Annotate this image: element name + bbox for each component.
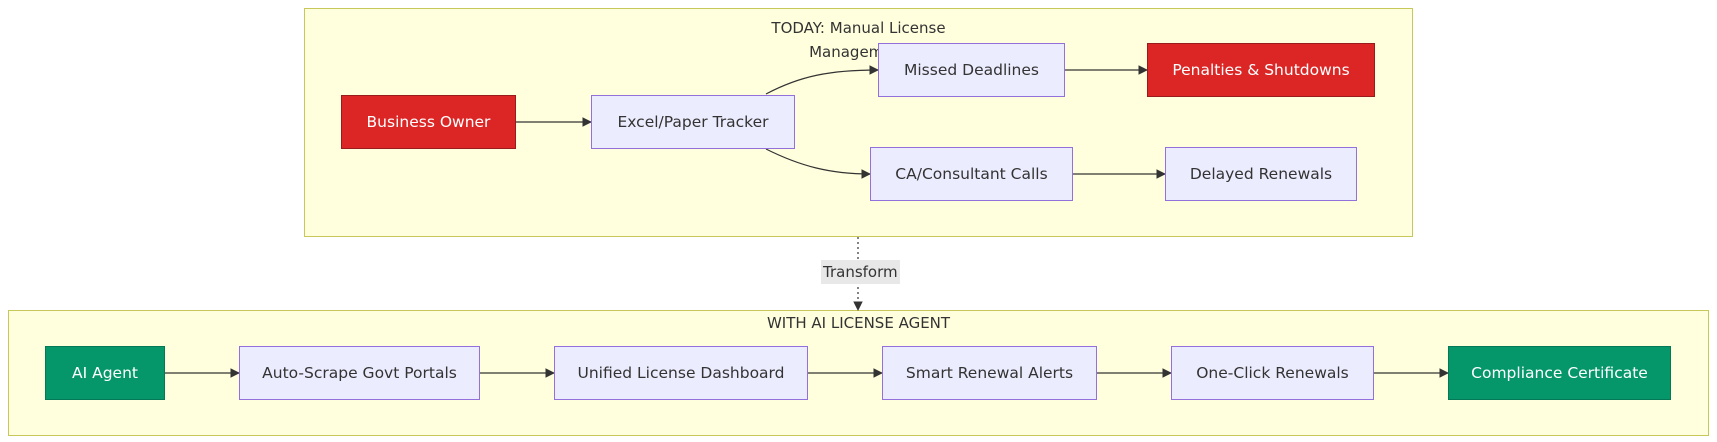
transform-label: Transform xyxy=(821,260,900,284)
edge-tracker-to-missed xyxy=(765,65,879,95)
node-delayed-renewals[interactable]: Delayed Renewals xyxy=(1165,147,1357,201)
node-missed-deadlines[interactable]: Missed Deadlines xyxy=(878,43,1065,97)
node-penalties[interactable]: Penalties & Shutdowns xyxy=(1147,43,1375,97)
node-ai-agent[interactable]: AI Agent xyxy=(45,346,165,400)
node-ca-calls[interactable]: CA/Consultant Calls xyxy=(870,147,1073,201)
node-one-click[interactable]: One-Click Renewals xyxy=(1171,346,1374,400)
edge-tracker-to-ca xyxy=(765,148,871,179)
node-certificate[interactable]: Compliance Certificate xyxy=(1448,346,1671,400)
node-excel-tracker[interactable]: Excel/Paper Tracker xyxy=(591,95,795,149)
ai-cluster-title: WITH AI LICENSE AGENT xyxy=(766,314,951,332)
node-auto-scrape[interactable]: Auto-Scrape Govt Portals xyxy=(239,346,480,400)
today-title-line1: TODAY: Manual License xyxy=(771,19,946,37)
node-business-owner[interactable]: Business Owner xyxy=(341,95,516,149)
node-smart-alerts[interactable]: Smart Renewal Alerts xyxy=(882,346,1097,400)
node-dashboard[interactable]: Unified License Dashboard xyxy=(554,346,808,400)
